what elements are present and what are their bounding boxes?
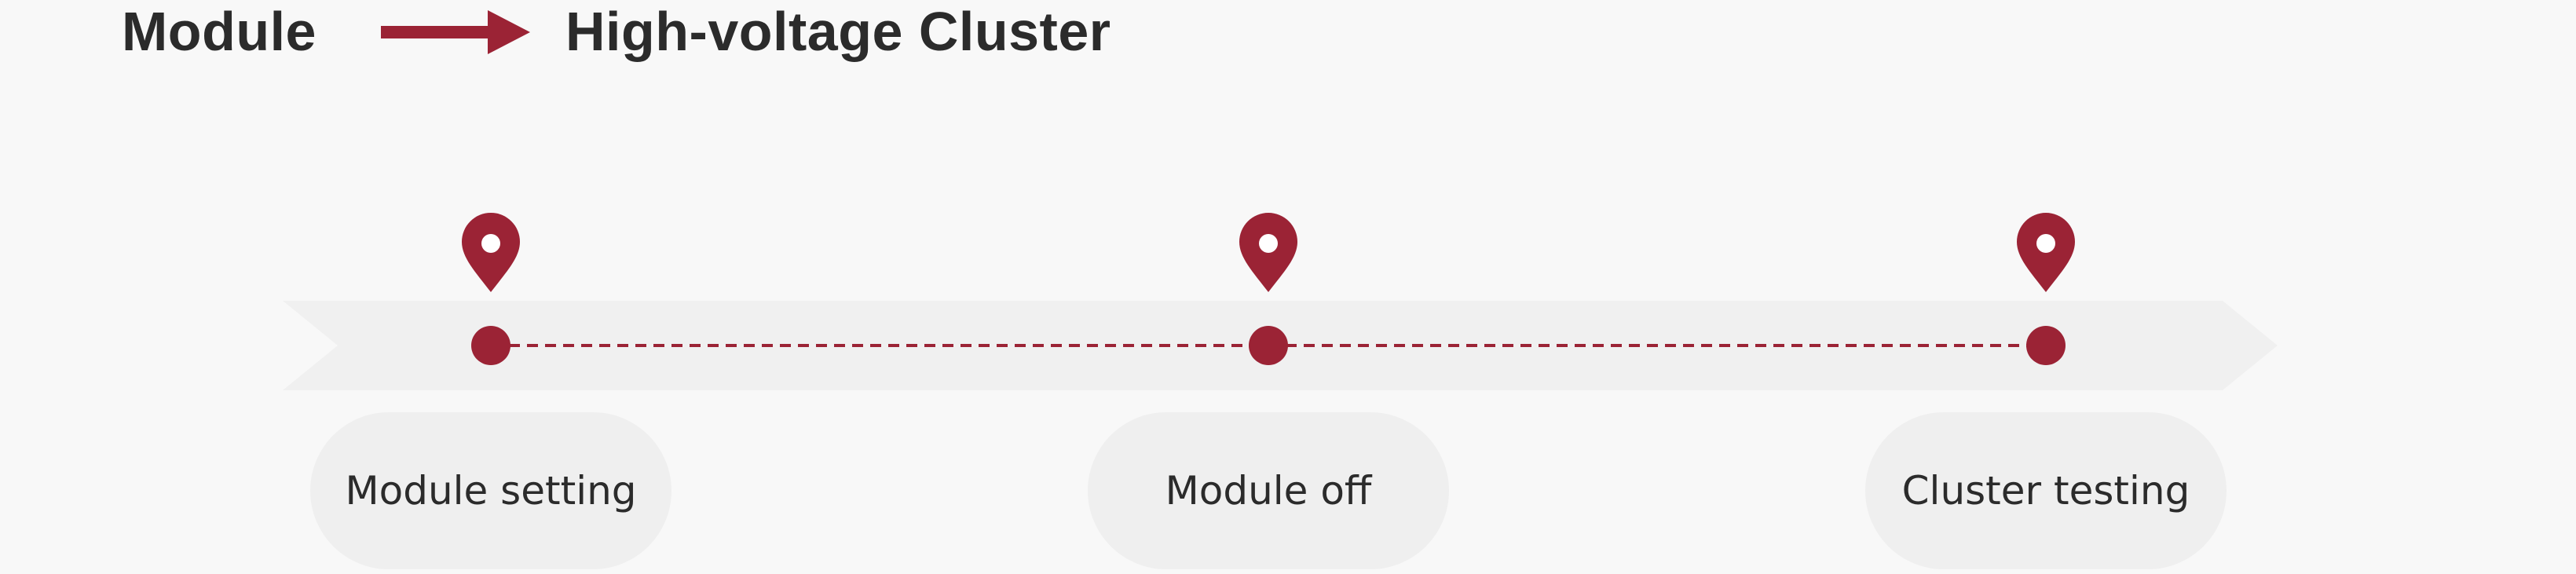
source-title: Module <box>122 1 317 62</box>
step-2-marker <box>1239 213 1297 365</box>
target-title: High-voltage Cluster <box>565 1 1111 62</box>
map-pin-hole <box>2036 234 2055 253</box>
map-pin-hole <box>1259 234 1278 253</box>
timeline-dot <box>2026 326 2066 365</box>
timeline-dot <box>1249 326 1288 365</box>
step-1-marker <box>461 212 520 365</box>
step-label-cluster-testing: Cluster testing <box>1865 412 2227 569</box>
arrow-right-icon <box>381 10 530 54</box>
map-pin-hole <box>481 234 500 253</box>
step-label-module-setting: Module setting <box>310 412 671 569</box>
step-label-module-off: Module off <box>1088 412 1449 569</box>
header: Module High-voltage Cluster <box>0 0 2576 79</box>
step-3-marker <box>2017 213 2075 365</box>
timeline-dot <box>471 326 510 365</box>
